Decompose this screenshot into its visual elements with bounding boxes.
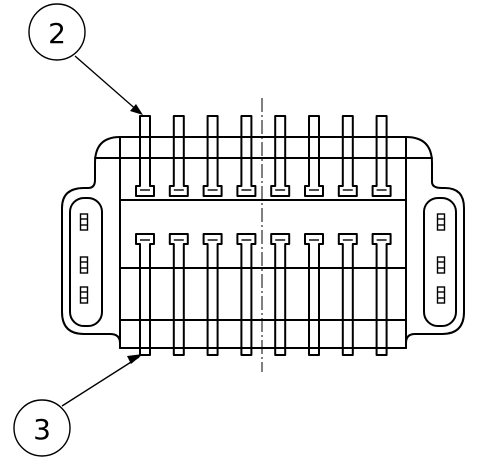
housing-outline	[61, 136, 465, 349]
bottom-pin	[202, 233, 223, 356]
left-ear-slot-frame	[79, 286, 89, 304]
callout-3-leader	[61, 356, 140, 407]
callout-3-arrowhead	[127, 354, 143, 364]
callout-2-arrowhead	[130, 104, 143, 115]
top-pin	[236, 115, 257, 197]
top-pin-body	[304, 115, 324, 197]
bottom-pin-body	[202, 233, 223, 356]
bottom-pin-body	[135, 233, 155, 356]
callout-2-label: 2	[48, 17, 66, 50]
bottom-pin	[371, 233, 392, 356]
bottom-pin-body	[168, 233, 189, 356]
bottom-pin-body	[270, 233, 291, 356]
bottom-pin	[236, 233, 257, 356]
left-ear-slot	[79, 256, 89, 274]
right-ear-slot-frame	[436, 256, 446, 274]
top-pin	[270, 115, 291, 197]
left-ear-slot	[79, 286, 89, 304]
top-pin-body	[202, 115, 223, 197]
callout-3-circle	[13, 399, 71, 457]
top-pin	[337, 115, 358, 197]
bottom-pin-row	[135, 233, 392, 356]
callout-3: 3	[13, 354, 143, 457]
bottom-pin	[135, 233, 155, 356]
bottom-pin	[168, 233, 189, 356]
right-ear-slot	[436, 286, 446, 304]
top-pin-body	[270, 115, 291, 197]
bottom-pin-body	[304, 233, 324, 356]
right-ear-slot-frame	[436, 286, 446, 304]
bottom-pin	[270, 233, 291, 356]
top-pin-body	[337, 115, 358, 197]
right-ear-slots	[436, 213, 446, 304]
top-pin-body	[168, 115, 189, 197]
bottom-pin-body	[371, 233, 392, 356]
top-pin	[371, 115, 392, 197]
callout-2-circle	[28, 3, 86, 61]
bottom-pin-body	[337, 233, 358, 356]
top-pin-body	[236, 115, 257, 197]
left-ear-slots	[79, 213, 89, 304]
callout-2-leader	[74, 55, 140, 113]
top-pin	[304, 115, 324, 197]
bottom-pin	[337, 233, 358, 356]
left-ear-frame	[69, 197, 103, 327]
top-pin-row	[135, 115, 392, 197]
callout-3-label: 3	[33, 413, 51, 446]
bottom-pin-body	[236, 233, 257, 356]
left-ear-slot-frame	[79, 256, 89, 274]
top-pin	[168, 115, 189, 197]
top-pin-body	[135, 115, 155, 197]
left-ear-slot-frame	[79, 213, 89, 231]
right-ear-slot	[436, 256, 446, 274]
right-ear-frame	[423, 197, 457, 327]
callout-2: 2	[28, 3, 143, 115]
top-pin-body	[371, 115, 392, 197]
bottom-pin	[304, 233, 324, 356]
right-ear-slot-frame	[436, 213, 446, 231]
top-pin	[135, 115, 155, 197]
top-pin	[202, 115, 223, 197]
right-ear-slot	[436, 213, 446, 231]
left-ear-slot	[79, 213, 89, 231]
